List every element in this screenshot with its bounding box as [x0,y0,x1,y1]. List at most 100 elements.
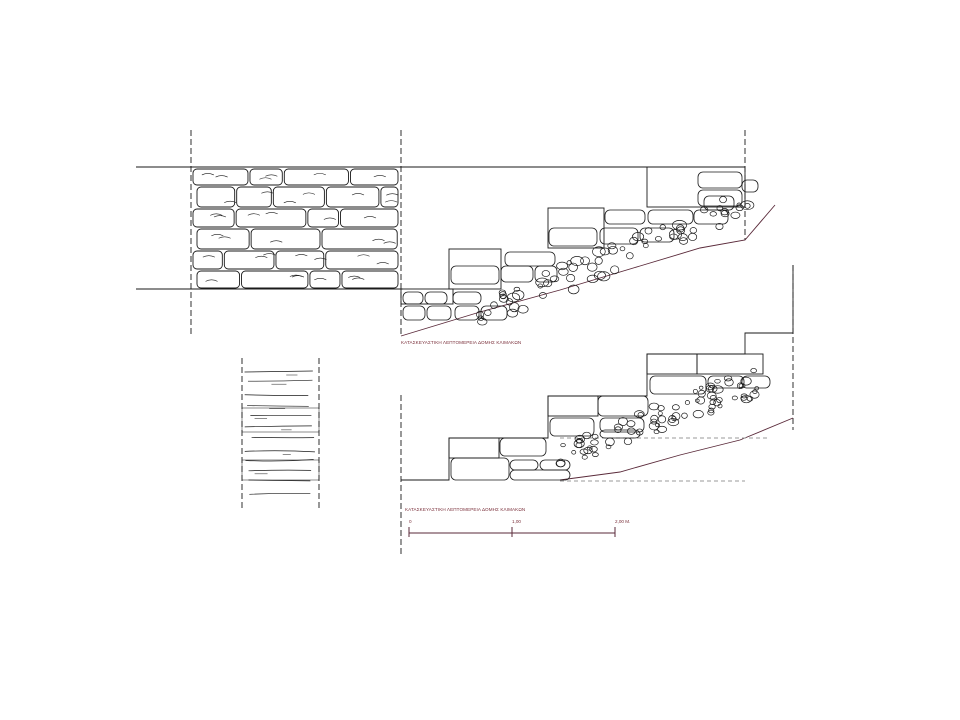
rubble-stone [688,232,698,241]
wall-stone [321,228,398,250]
rubble-stone [626,427,636,435]
rubble-stone [740,376,752,386]
stone-texture [265,212,278,215]
rubble-stone [477,315,485,321]
rubble-stone [699,206,709,214]
stone-texture [283,201,296,204]
rubble-stone [575,442,583,448]
rubble-stone [549,275,560,283]
course-line [244,425,312,428]
rubble-stone [643,243,649,249]
wall-elevation [136,130,403,335]
wall-stone [309,270,341,289]
rubble-stone [740,395,752,404]
rubble-stone [657,405,665,412]
rubble-stone [570,255,584,266]
step-block [548,227,598,247]
stone-texture [363,216,377,219]
stone-texture [386,193,399,196]
rubble-stone [707,385,718,393]
stone-texture [261,191,274,194]
course-band [241,407,320,433]
scale-bar [408,527,616,537]
step-block [499,437,547,457]
rubble-stone [708,407,715,414]
rubble-stone [614,426,622,433]
stone-texture [372,238,385,241]
rubble-stone [667,417,680,427]
rubble-stone [512,289,525,301]
wall-stone [341,270,399,289]
rubble-stone [696,396,705,405]
step-block [539,459,571,471]
wall-stone [283,168,349,186]
stone-texture [376,262,389,265]
rubble-stone [746,395,754,402]
step-block [604,209,646,225]
rubble-stone [716,397,723,403]
rubble-stone [506,308,519,318]
step-block [549,417,595,437]
rubble-stone [740,393,748,399]
wall-stone [192,250,223,270]
rubble-stone [749,390,760,399]
rubble-stone [568,262,578,272]
rubble-stone [610,265,620,275]
rubble-stone [535,277,550,288]
rubble-stone [752,389,758,394]
rubble-stone [679,237,689,245]
step-block [647,209,694,225]
rubble-stone [730,211,741,219]
wall-stone [272,186,325,208]
scale-label-1: 1,00 [512,519,521,524]
step-block [454,305,480,321]
wall-stone [307,208,339,228]
rubble-stone [705,382,716,391]
narrow-wall-detail [241,358,320,508]
rubble-stone [744,203,751,209]
rubble-stone [580,256,590,266]
rubble-stone [586,274,599,283]
rubble-stone [506,292,521,303]
rubble-stone [537,283,544,289]
rubble-stone [684,400,690,406]
rubble-stone [582,431,592,440]
narrow-wall-courses [241,370,320,495]
step-block [402,291,424,305]
rubble-stone [590,439,599,446]
rubble-stone [689,227,698,234]
rubble-stone [589,446,598,453]
stone-texture [201,173,214,176]
rubble-stone [556,261,568,271]
stone-texture [291,275,305,278]
rubble-stone [581,454,588,460]
rubble-stone [709,395,717,401]
wall-stone [275,250,325,270]
rubble-fill-bottom [450,368,771,481]
step-block [741,179,759,193]
rubble-stone [599,247,611,256]
rubble-stone [715,222,724,230]
rubble-stone [597,271,611,282]
stone-texture [259,177,272,180]
rubble-stone [566,274,576,283]
course-line [247,379,313,382]
stone-texture [213,215,227,218]
rubble-stone [723,375,733,382]
rubble-stone [513,286,521,292]
rubble-stone [592,452,599,457]
course-line [244,450,315,453]
rubble-stone [657,411,663,416]
step-block [402,305,426,321]
step-block [599,227,639,245]
rubble-stone [567,284,580,295]
rubble-stone [560,443,566,448]
course-line [249,492,311,495]
wall-stone [196,270,240,289]
rubble-stone [720,210,730,218]
stone-texture [383,241,396,244]
wall-stones [192,168,399,289]
course-line [245,459,314,462]
step-block [426,305,452,321]
